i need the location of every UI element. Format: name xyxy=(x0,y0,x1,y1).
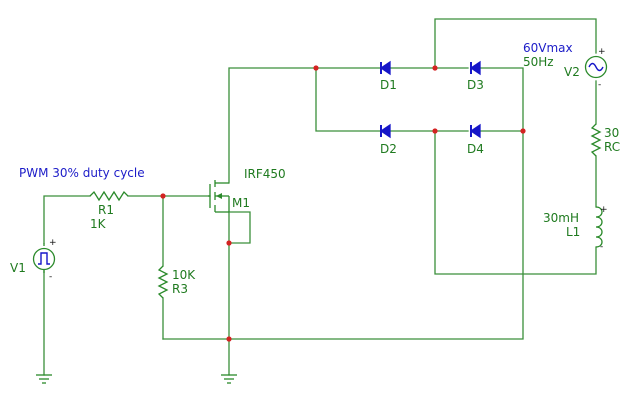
pwm-annotation: PWM 30% duty cycle xyxy=(19,166,145,180)
wire-d3-right xyxy=(479,67,524,132)
inductor-l1[interactable]: + - 30mH L1 xyxy=(543,205,608,252)
v1-ref-label: V1 xyxy=(10,261,26,275)
rc-ref-label: RC xyxy=(604,140,620,154)
v1-body-icon xyxy=(32,247,56,271)
l1-minus-sign: - xyxy=(600,242,603,252)
v2-body-icon xyxy=(584,55,608,79)
r3-zigzag-icon xyxy=(157,265,169,299)
junctions xyxy=(160,65,526,342)
v1-minus-sign: - xyxy=(49,272,52,282)
rc-value-label: 30 xyxy=(604,126,619,140)
sine-wave-icon xyxy=(588,62,604,72)
d4-triangle-icon xyxy=(469,123,481,139)
v2-minus-sign: - xyxy=(598,80,601,90)
d2-ref-label: D2 xyxy=(380,142,397,156)
wire-v1-r1 xyxy=(43,195,91,244)
v2-frequency-label: 50Hz xyxy=(523,55,554,69)
source-v1[interactable]: + - V1 xyxy=(10,238,57,282)
r3-value-label: 10K xyxy=(172,268,196,282)
d3-triangle-icon xyxy=(469,60,481,76)
wire-bridge-left xyxy=(315,67,381,132)
r1-value-label: 1K xyxy=(90,217,107,231)
junction-bridge-left-top xyxy=(313,65,319,71)
resistor-r1[interactable]: R1 1K xyxy=(89,190,129,231)
d3-ref-label: D3 xyxy=(467,78,484,92)
resistor-r3[interactable]: 10K R3 xyxy=(157,265,196,299)
r3-ref-label: R3 xyxy=(172,282,188,296)
d1-triangle-icon xyxy=(379,60,391,76)
l1-ref-label: L1 xyxy=(566,225,580,239)
diode-d3[interactable]: D3 xyxy=(467,60,484,92)
mosfet-m1[interactable]: IRF450 M1 xyxy=(208,167,286,213)
junction-bridge-mid xyxy=(432,128,438,134)
wire-m1-body-loop xyxy=(228,211,251,244)
wire-l1-bridge xyxy=(434,130,597,275)
ground-v1 xyxy=(36,374,52,384)
junction-source xyxy=(226,240,232,246)
junction-ground xyxy=(226,336,232,342)
d2-triangle-icon xyxy=(379,123,391,139)
wire-drain-top xyxy=(228,67,381,184)
pulse-wave-icon xyxy=(38,252,50,265)
wire-ac-top xyxy=(434,18,597,69)
rc-zigzag-icon xyxy=(590,123,602,157)
v2-ref-label: V2 xyxy=(564,65,580,79)
junction-bridge-top xyxy=(432,65,438,71)
d4-ref-label: D4 xyxy=(467,142,484,156)
r1-ref-label: R1 xyxy=(98,203,114,217)
wire-bottom-rail xyxy=(162,130,524,340)
junction-gate xyxy=(160,193,166,199)
diode-d4[interactable]: D4 xyxy=(467,123,484,156)
diode-d2[interactable]: D2 xyxy=(379,123,397,156)
wires xyxy=(43,18,597,376)
v2-plus-sign: + xyxy=(598,47,606,57)
v1-plus-sign: + xyxy=(49,238,57,248)
m1-ref-label: M1 xyxy=(232,196,250,210)
source-v2[interactable]: + - 60Vmax 50Hz V2 xyxy=(523,41,608,90)
m1-arrow-icon xyxy=(216,193,222,199)
resistor-rc[interactable]: 30 RC xyxy=(590,123,620,157)
l1-coil-icon xyxy=(595,206,603,248)
diode-d1[interactable]: D1 xyxy=(379,60,397,92)
v2-amplitude-label: 60Vmax xyxy=(523,41,573,55)
m1-part-label: IRF450 xyxy=(244,167,286,181)
ground-m1 xyxy=(221,374,237,384)
l1-plus-sign: + xyxy=(600,205,608,215)
l1-value-label: 30mH xyxy=(543,211,579,225)
r1-zigzag-icon xyxy=(89,190,129,202)
junction-bridge-right xyxy=(520,128,526,134)
d1-ref-label: D1 xyxy=(380,78,397,92)
